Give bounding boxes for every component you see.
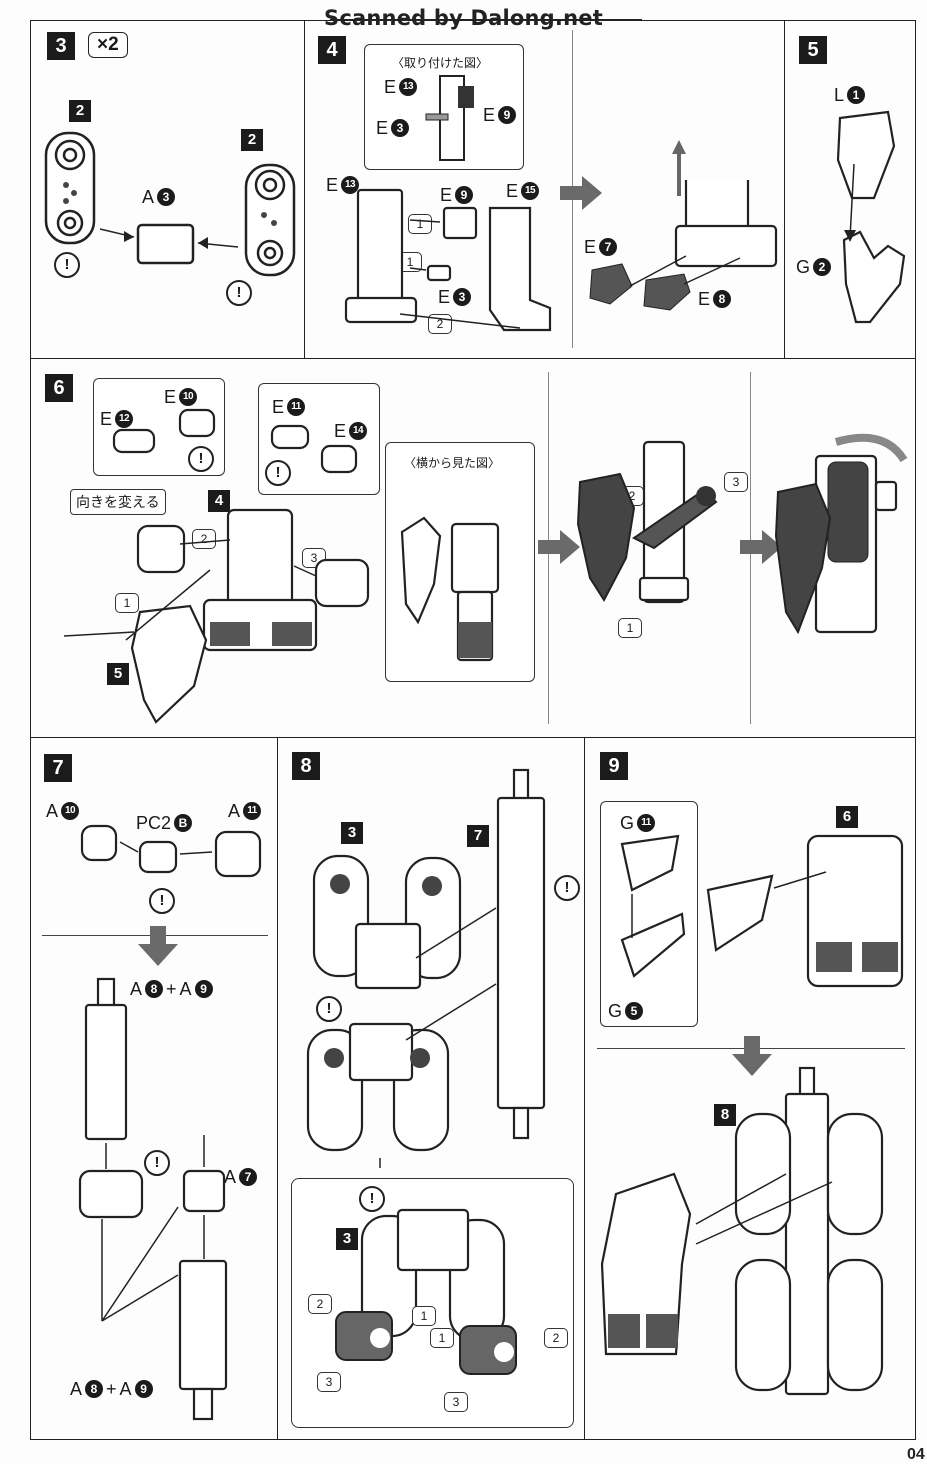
step-5-number: 5 <box>799 36 827 64</box>
step-7-warning-top: ! <box>149 888 175 914</box>
step-8-warning-left: ! <box>316 996 342 1022</box>
step-8-order-3-right: 3 <box>444 1392 468 1412</box>
step-7-bottom-diagram <box>78 977 228 1421</box>
step-6-order-1: 1 <box>115 593 139 613</box>
step-3-warning-left: ! <box>54 252 80 278</box>
step-4-label-e15: E 15 <box>506 180 540 202</box>
row-divider-2 <box>30 737 916 738</box>
step-3-warning-right: ! <box>226 280 252 306</box>
step-6-side-view-diagram <box>400 516 500 662</box>
step-8-warning-detail: ! <box>359 1186 385 1212</box>
step-8-number: 8 <box>292 752 320 780</box>
step-6-turn-around-tag: 向きを変える <box>70 489 166 515</box>
step-3-number: 3 <box>47 32 75 60</box>
step-6-assembly-diagram <box>63 408 370 724</box>
step-6-side-view-title: 〈横から見た図〉 <box>404 456 501 470</box>
step-7-combo-bottom: A 8 + A 9 <box>70 1378 153 1400</box>
step-4-inset-diagram <box>425 75 474 161</box>
step-3-part-label: A 3 <box>142 186 176 208</box>
step-6-number: 6 <box>45 374 73 402</box>
step-4-inset-label-e9: E 9 <box>483 104 517 126</box>
step-6-sub-4: 4 <box>208 490 230 512</box>
step-6-warning-right: ! <box>265 460 291 486</box>
step-9-number: 9 <box>600 752 628 780</box>
step-9-label-g5: G 5 <box>608 1000 644 1022</box>
step-3-multiplier: ×2 <box>88 32 128 58</box>
step-6-progress-arrow-1 <box>538 530 580 564</box>
part-letter: A <box>142 187 155 207</box>
step-4-label-e7: E 7 <box>584 236 618 258</box>
step-8-detail-diagram <box>335 1208 517 1375</box>
step-8-diagram <box>306 768 546 1168</box>
step-5-label-g2: G 2 <box>796 256 832 278</box>
step-3-sub-right: 2 <box>241 129 263 151</box>
step-8-sub-3: 3 <box>341 822 363 844</box>
step-7-warning-mid: ! <box>144 1150 170 1176</box>
step-7-number: 7 <box>44 754 72 782</box>
col-divider-7-8 <box>277 737 278 1440</box>
step-9-sub-6: 6 <box>836 806 858 828</box>
step-7-combo-top: A 8 + A 9 <box>130 978 213 1000</box>
step-6-label-e12: E 12 <box>100 408 134 430</box>
step-4-up-arrow <box>672 140 686 196</box>
step-5-label-l1: L 1 <box>834 84 866 106</box>
step-9-down-arrow <box>732 1036 772 1076</box>
step-4-label-e13: E 13 <box>326 174 360 196</box>
step-8-warning-right: ! <box>554 875 580 901</box>
step-4-label-e9: E 9 <box>440 184 474 206</box>
step-4-label-e8: E 8 <box>698 288 732 310</box>
step-6-rotate-order-1: 1 <box>618 618 642 638</box>
step-7-label-a11: A 11 <box>228 800 262 822</box>
step-7-label-pc2b: PC2 B <box>136 812 193 834</box>
step-8-sub-7: 7 <box>467 825 489 847</box>
step-7-label-a10: A 10 <box>46 800 80 822</box>
step-7-down-arrow <box>138 926 178 966</box>
step-5-diagram <box>836 110 906 324</box>
step-6-sub-5: 5 <box>107 663 129 685</box>
step-8-order-3-left: 3 <box>317 1372 341 1392</box>
step-4-number: 4 <box>318 36 346 64</box>
step-4-progress-arrow <box>560 176 602 210</box>
step-9-top-diagram <box>620 834 904 988</box>
row-divider-1 <box>30 358 916 359</box>
step-4-inset-label-e13: E 13 <box>384 76 418 98</box>
step-6-final-diagram <box>774 433 908 635</box>
step-6-label-e14: E 14 <box>334 420 368 442</box>
step-4-diagram <box>344 180 778 332</box>
step-8-order-2-right: 2 <box>544 1328 568 1348</box>
watermark: Scanned by Dalong.net <box>0 6 927 30</box>
step-4-attached-view-title: 〈取り付けた図〉 <box>392 56 489 70</box>
col-divider-8-9 <box>584 737 585 1440</box>
step-7-top-diagram <box>80 824 262 878</box>
step-6-label-e10: E 10 <box>164 386 198 408</box>
step-8-sub-3b: 3 <box>336 1228 358 1250</box>
step-3-sub-left: 2 <box>69 100 91 122</box>
step-9-sub-8: 8 <box>714 1104 736 1126</box>
part-number: 3 <box>157 188 176 206</box>
step-7-label-a7: A 7 <box>224 1166 258 1188</box>
step-8-order-1-left: 1 <box>412 1306 436 1326</box>
step-6-rotate-diagram <box>576 440 718 604</box>
step-9-label-g11: G 11 <box>620 812 656 834</box>
col-divider-4-5 <box>784 20 785 358</box>
instruction-page-frame <box>30 20 916 1440</box>
step-4-order-1a: 1 <box>408 214 432 234</box>
page-number: 04 <box>907 1446 925 1463</box>
col-divider-3-4 <box>304 20 305 358</box>
step-8-order-1-right: 1 <box>430 1328 454 1348</box>
step-3-diagram <box>44 131 296 277</box>
step-4-label-e3: E 3 <box>438 286 472 308</box>
step-6-rotate-order-3: 3 <box>724 472 748 492</box>
step-4-inset-label-e3: E 3 <box>376 117 410 139</box>
step-9-bottom-diagram <box>600 1066 884 1396</box>
step-6-progress-arrow-2 <box>740 530 782 564</box>
step-8-order-2-left: 2 <box>308 1294 332 1314</box>
step-6-label-e11: E 11 <box>272 396 306 418</box>
step-6-order-2: 2 <box>192 529 216 549</box>
step-6-warning-left: ! <box>188 446 214 472</box>
